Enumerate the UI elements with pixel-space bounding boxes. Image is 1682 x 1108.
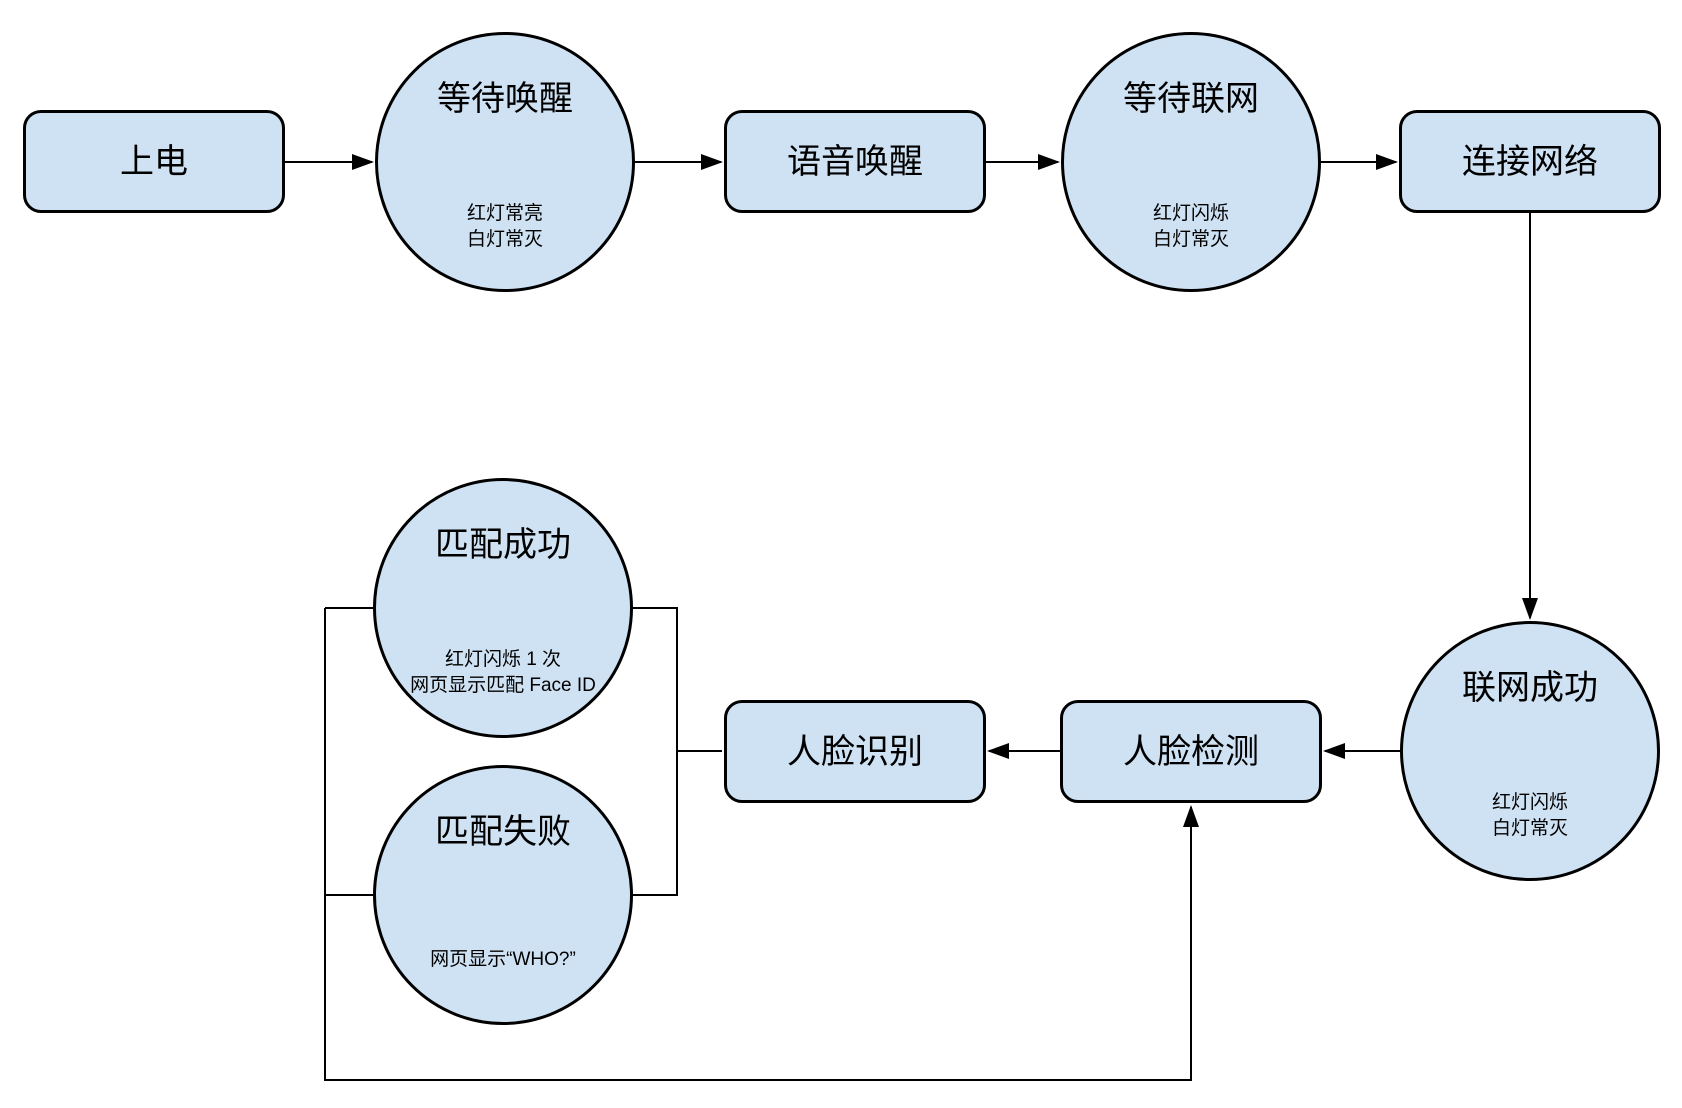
node-wait-network: 等待联网 红灯闪烁 白灯常灭: [1061, 32, 1321, 292]
note-line: 红灯闪烁 1 次: [444, 649, 562, 670]
node-title: 等待唤醒: [437, 80, 573, 118]
node-title: 匹配失败: [435, 813, 571, 851]
note-line: 红灯闪烁: [1491, 792, 1568, 813]
note-line: 红灯闪烁: [1152, 203, 1229, 224]
node-connect-network: 连接网络: [1399, 110, 1661, 213]
node-match-fail: 匹配失败 网页显示“WHO?”: [373, 765, 633, 1025]
node-title: 连接网络: [1462, 142, 1598, 181]
loop-back-to-facedetect: [324, 608, 1199, 1081]
node-face-recognize: 人脸识别: [724, 700, 986, 803]
note-line: 网页显示匹配 Face ID: [410, 675, 596, 696]
node-face-detect: 人脸检测: [1060, 700, 1322, 803]
node-title: 等待联网: [1123, 80, 1259, 118]
node-voice-wake: 语音唤醒: [724, 110, 986, 213]
note-line: 网页显示“WHO?”: [430, 949, 576, 970]
node-network-success: 联网成功 红灯闪烁 白灯常灭: [1400, 621, 1660, 881]
node-match-success: 匹配成功 红灯闪烁 1 次 网页显示匹配 Face ID: [373, 478, 633, 738]
node-title: 语音唤醒: [787, 142, 923, 181]
note-line: 白灯常灭: [466, 229, 543, 250]
node-title: 联网成功: [1462, 669, 1598, 707]
node-note: 红灯闪烁 白灯常灭: [1064, 201, 1318, 253]
node-title: 人脸检测: [1123, 732, 1259, 771]
note-line: 红灯常亮: [466, 203, 543, 224]
note-line: 白灯常灭: [1152, 229, 1229, 250]
node-note: 红灯常亮 白灯常灭: [378, 201, 632, 253]
node-title: 人脸识别: [787, 732, 923, 771]
node-wait-wake: 等待唤醒 红灯常亮 白灯常灭: [375, 32, 635, 292]
branch-bracket-right: [632, 607, 678, 896]
node-title: 匹配成功: [435, 526, 571, 564]
node-note: 网页显示“WHO?”: [376, 947, 630, 973]
node-note: 红灯闪烁 1 次 网页显示匹配 Face ID: [376, 647, 630, 699]
node-power-on: 上电: [23, 110, 285, 213]
node-note: 红灯闪烁 白灯常灭: [1403, 790, 1657, 842]
node-title: 上电: [120, 142, 188, 181]
note-line: 白灯常灭: [1491, 818, 1568, 839]
